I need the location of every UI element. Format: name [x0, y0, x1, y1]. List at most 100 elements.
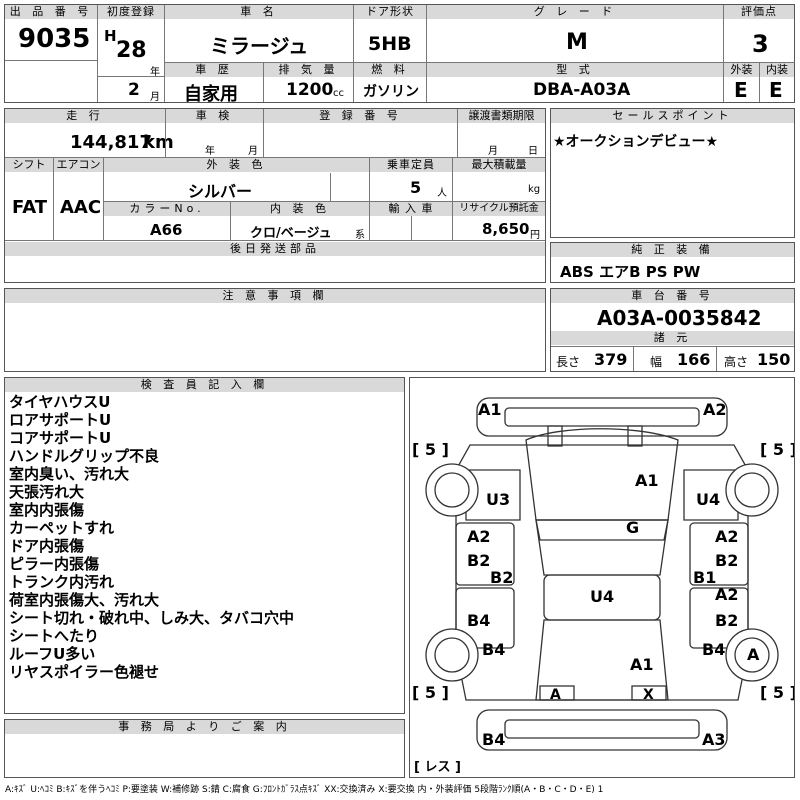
grade-label: グ レ ー ド: [427, 5, 723, 19]
mileage-unit: km: [143, 132, 174, 153]
max-load-label: 最大積載量: [453, 158, 545, 172]
displacement: 1200: [286, 80, 334, 100]
caution-label: 注 意 事 項 欄: [5, 289, 545, 303]
header-section: [4, 4, 795, 103]
mark-roof: U4: [590, 587, 614, 606]
year-unit: 年: [150, 67, 160, 78]
mark-door-rr-1: A2: [715, 585, 739, 604]
transfer-day-unit: 日: [528, 146, 538, 157]
note-item: タイヤハウスU: [9, 393, 111, 411]
interior-color: クロ/ベージュ: [250, 226, 332, 241]
mark-quarter-l: B4: [482, 640, 505, 659]
recycle-label: リサイクル預託金: [453, 202, 545, 216]
tire-label: [ 5 ]: [760, 440, 794, 459]
year: 28: [116, 38, 147, 63]
ext: E: [734, 78, 748, 102]
ac-label: エアコン: [54, 158, 103, 172]
fuel: ガソリン: [363, 84, 419, 100]
first-reg-label: 初度登録: [98, 5, 164, 19]
ac: AAC: [60, 197, 102, 218]
transfer-month-unit: 月: [488, 146, 498, 157]
legend: A:ｷｽﾞ U:ﾍｺﾐ B:ｷｽﾞを伴うﾍｺﾐ P:要塗装 W:補修跡 S:錆 …: [5, 785, 604, 795]
mark-circle-r: A: [747, 645, 760, 664]
note-item: シート切れ・破れ中、しみ大、タバコ穴中: [9, 609, 295, 627]
mark-quarter-r: B4: [702, 640, 725, 659]
color-no-label: カラーNo.: [104, 202, 230, 216]
note-item: トランク内汚れ: [9, 573, 115, 591]
chassis-number: A03A-0035842: [597, 306, 762, 330]
mark-plate-l: A: [550, 687, 561, 703]
mark-windshield: G: [626, 518, 639, 537]
note-item: 天張汚れ大: [9, 483, 85, 501]
model: DBA-A03A: [533, 80, 631, 100]
note-item: 室内内張傷: [9, 501, 85, 519]
mark-hood: A1: [635, 471, 659, 490]
ext-label: 外装: [724, 63, 759, 77]
mark-door-fr-2: B2: [715, 551, 738, 570]
reg-no-label: 登 録 番 号: [264, 109, 457, 123]
mark-pillar-r: B1: [693, 568, 716, 587]
inspector-label: 検 査 員 記 入 欄: [5, 378, 404, 392]
note-item: シートへたり: [9, 627, 100, 645]
mark-door-fl-2: B2: [467, 551, 490, 570]
width: 166: [677, 350, 711, 369]
shaken-year-unit: 年: [205, 146, 215, 157]
shift-label: シフト: [5, 158, 53, 172]
lot-no: 9035: [18, 24, 91, 54]
history: 自家用: [184, 84, 238, 105]
score-label: 評価点: [724, 5, 794, 19]
interior-color-label: 内 装 色: [231, 202, 369, 216]
shaken-month-unit: 月: [248, 146, 258, 157]
mileage-label: 走 行: [5, 109, 165, 123]
recycle: 8,650: [482, 220, 530, 238]
mark-door-rl: B4: [467, 611, 490, 630]
fuel-label: 燃 料: [354, 63, 426, 77]
car-name: ミラージュ: [210, 34, 309, 58]
mark-door-fr-1: A2: [715, 527, 739, 546]
sales-point-label: セールスポイント: [551, 109, 794, 123]
month: 2: [128, 80, 140, 100]
height-label: 高さ: [724, 355, 749, 369]
car-name-label: 車 名: [165, 5, 353, 19]
max-load-unit: kg: [528, 184, 541, 195]
width-label: 幅: [650, 355, 663, 369]
inspector-notes: タイヤハウスU ロアサポートU コアサポートU ハンドルグリップ不良 室内臭い、…: [9, 393, 403, 681]
shift: FAT: [12, 197, 48, 218]
equipment: ABS エアB PS PW: [560, 263, 701, 281]
length: 379: [594, 350, 628, 369]
mark-rear-left: B4: [482, 730, 505, 749]
note-item: カーペットすれ: [9, 519, 115, 537]
mark-front-right: A2: [703, 400, 727, 419]
mark-pillar-l: B2: [490, 568, 513, 587]
note-item: ロアサポートU: [9, 411, 112, 429]
lot-no-label: 出 品 番 号: [5, 5, 97, 19]
recycle-unit: 円: [530, 230, 540, 241]
capacity-unit: 人: [437, 188, 447, 199]
door: 5HB: [368, 33, 412, 55]
mark-front-left: A1: [478, 400, 502, 419]
note-item: リヤスポイラー色褪せ: [9, 663, 160, 681]
note-item: 室内臭い、汚れ大: [9, 465, 130, 483]
tire-label: [ 5 ]: [760, 683, 794, 702]
shaken-label: 車 検: [166, 109, 263, 123]
length-label: 長さ: [556, 355, 581, 369]
car-damage-diagram: [ 5 ] [ 5 ] [ 5 ] [ 5 ] [ レス ] A1 A2 U3 …: [412, 397, 794, 775]
displacement-label: 排 気 量: [264, 63, 353, 77]
sales-point-section: [550, 108, 795, 238]
note-item: ハンドルグリップ不良: [9, 447, 160, 465]
note-item: ピラー内張傷: [9, 555, 100, 573]
note-item: 荷室内張傷大、汚れ大: [9, 591, 160, 609]
capacity: 5: [410, 178, 422, 197]
sales-point: ★オークションデビュー★: [553, 134, 719, 150]
model-label: 型 式: [427, 63, 723, 77]
tire-label: [ 5 ]: [412, 683, 449, 702]
door-label: ドア形状: [354, 5, 426, 19]
score: 3: [752, 30, 769, 58]
import-label: 輸 入 車: [370, 202, 452, 216]
height: 150: [757, 350, 791, 369]
note-item: ルーフU多い: [9, 645, 96, 663]
spare-label: [ レス ]: [414, 760, 461, 775]
month-unit: 月: [150, 92, 160, 103]
damage-diagram-section: [409, 377, 795, 778]
equipment-label: 純 正 装 備: [551, 243, 794, 257]
